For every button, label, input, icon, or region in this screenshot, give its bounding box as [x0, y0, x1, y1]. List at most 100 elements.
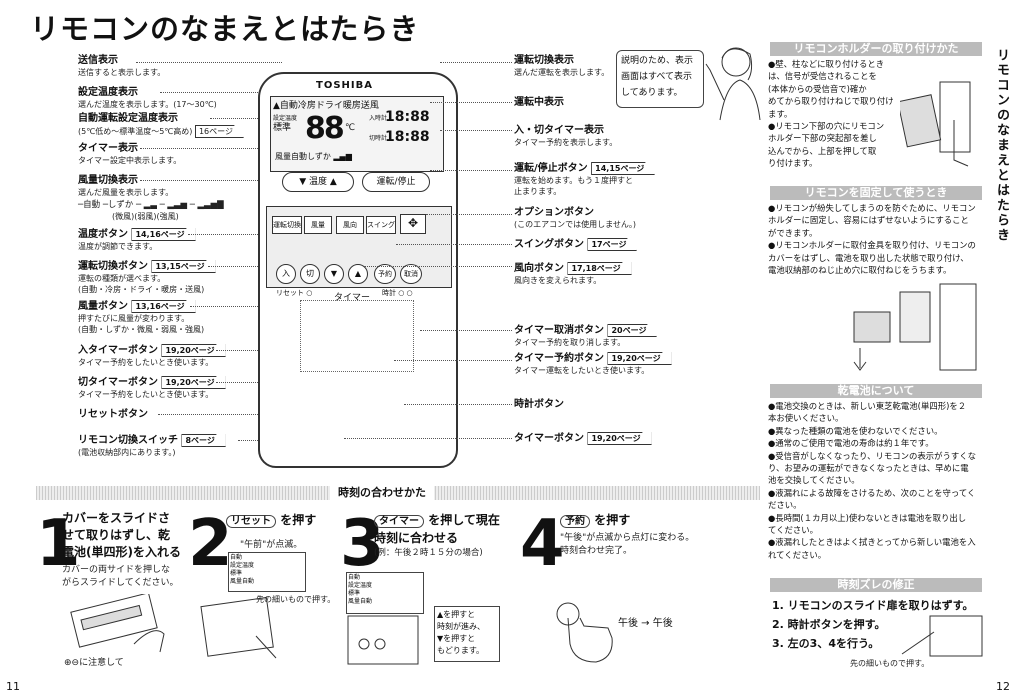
std-label: 標準: [273, 123, 292, 133]
clock-header: 時刻の合わせかた: [330, 486, 434, 500]
label-timer-indicator: タイマー表示 タイマー設定中表示します。: [78, 143, 182, 165]
label-set-temp: 設定温度表示 選んだ温度を表示します。(17～30℃): [78, 87, 217, 109]
step-4-display: 午後 → 午後: [618, 618, 673, 629]
label-timer-button: タイマーボタン 19,20ページ: [514, 432, 652, 445]
on-timer-digits: 18:88: [385, 109, 430, 125]
fan-button[interactable]: 風量: [304, 216, 332, 234]
page-ref: 17ページ: [587, 238, 638, 251]
step-3-sub: (例：午後２時１５分の場合): [374, 548, 483, 558]
leader-line: [216, 350, 280, 351]
leader-line: [396, 244, 512, 245]
page-ref: 16ページ: [194, 125, 244, 138]
leader-line: [136, 62, 282, 63]
leader-line: [210, 118, 280, 119]
battery-cover: [300, 300, 414, 372]
leader-line: [190, 306, 290, 307]
label-auto-temp: 自動運転設定温度表示 (5℃低め～標準温度～5℃高め) 16ページ: [78, 112, 244, 138]
direction-button[interactable]: 風向: [336, 216, 364, 234]
leader-line: [364, 266, 512, 267]
fan-scale: ─自動 ─しずか ─ ▂▃ ─ ▂▃▅ ─ ▂▃▅▇ (微風)(弱風)(強風): [78, 200, 224, 221]
step-4-number: 4: [520, 507, 565, 581]
drift-note: 先の細いもので押す。: [850, 659, 930, 668]
drift-steps: 1. リモコンのスライド扉を取りはずす。2. 時計ボタンを押す。3. 左の3、4…: [772, 599, 974, 650]
step-1-note: ⊕⊖に注意して: [64, 658, 124, 668]
label-temp-button: 温度ボタン 14,16ページ 温度が調節できます。: [78, 228, 196, 252]
label-timer-cancel-button: タイマー取消ボタン 20ページ タイマー予約を取り消します。: [514, 324, 658, 348]
page-ref: 19,20ページ: [587, 432, 652, 445]
leader-line: [430, 170, 512, 171]
leader-line: [344, 438, 512, 439]
label-fan-button: 風量ボタン 13,16ページ 押すたびに風量が変わります。 (自動・しずか・微風…: [78, 300, 205, 334]
step-1-heading: カバーをスライドさせて取りはずし、乾電池(単四形)を入れる: [62, 511, 181, 559]
label-running-indicator: 運転中表示: [514, 97, 564, 108]
step-1-illustration: [70, 594, 165, 653]
side-tab: リモコンのなまえとはたらき: [994, 48, 1009, 243]
step-1-sub: カバーの両サイドを押しながらスライドしてください。: [62, 565, 179, 588]
brand-logo: TOSHIBA: [316, 80, 373, 91]
leader-line: [440, 62, 512, 63]
timer-label: タイマー: [334, 293, 371, 303]
step-3-display: 自動設定温度標準風量自動: [346, 572, 424, 614]
label-direction-button: 風向ボタン 17,18ページ 風向きを変えられます。: [514, 262, 632, 286]
step-3-illustration: [347, 615, 419, 665]
label-reset-button: リセットボタン: [78, 409, 148, 420]
label-timer-reserve-button: タイマー予約ボタン 19,20ページ タイマー運転をしたいとき使います。: [514, 352, 672, 376]
label-remote-switch: リモコン切換スイッチ 8ページ (電池収納部内にあります。): [78, 434, 226, 458]
label-mode-button: 運転切換ボタン 13,15ページ 運転の種類が選べます。 (自動・冷房・ドライ・…: [78, 260, 216, 295]
degc-label: ℃: [345, 123, 356, 133]
off-timer-button[interactable]: 切: [300, 264, 320, 284]
label-clock-button: 時計ボタン: [514, 399, 564, 410]
leader-line: [208, 266, 270, 267]
label-on-timer-button: 入タイマーボタン 19,20ページ タイマー予約をしたいとき使います。: [78, 344, 226, 368]
battery-header: 乾電池について: [770, 384, 982, 398]
page-ref: 19,20ページ: [607, 352, 672, 365]
clock-label: 時計 ○ ○: [382, 289, 413, 297]
on-timer-label: 入時計: [369, 115, 388, 122]
leader-line: [188, 234, 274, 235]
step-4-heading: 予約 を押す: [560, 512, 630, 530]
timer-up-button[interactable]: ▲: [348, 264, 368, 284]
label-swing-button: スイングボタン 17ページ: [514, 238, 638, 251]
leader-line: [140, 180, 280, 181]
holder-illustration: [900, 81, 971, 167]
label-option-button: オプションボタン (このエアコンでは使用しません。): [514, 207, 637, 229]
step-2-note: 先の細いもので押す。: [256, 595, 336, 604]
step-4-sub: "午後"が点滅から点灯に変わる。時刻合わせ完了。: [560, 533, 695, 556]
page-ref: 14,16ページ: [131, 228, 196, 241]
on-timer-button[interactable]: 入: [276, 264, 296, 284]
fix-illustration: [853, 283, 977, 371]
option-button[interactable]: ✥: [400, 214, 426, 234]
timer-down-button[interactable]: ▼: [324, 264, 344, 284]
label-send-indicator: 送信表示 送信すると表示します。: [78, 55, 166, 77]
step-3-note: ▲を押すと時刻が進み、▼を押すともどります。: [434, 606, 500, 662]
leader-line: [404, 404, 512, 405]
step-3-heading: タイマー を押して現在 時刻に合わせる: [374, 513, 500, 545]
step-3-number: 3: [340, 507, 385, 581]
leader-line: [430, 102, 512, 103]
step-2-heading: リセット を押す: [226, 512, 316, 530]
leader-line: [420, 330, 512, 331]
label-run-stop-button: 運転/停止ボタン 14,15ページ 運転を始めます。もう１度押すと 止まります。: [514, 162, 656, 197]
page-ref: 14,15ページ: [591, 162, 656, 175]
set-temp-label: 設定温度: [273, 115, 298, 122]
off-timer-label: 切時計: [369, 135, 388, 142]
temp-button[interactable]: ▼ 温度 ▲: [282, 172, 354, 192]
reserve-button[interactable]: 予約: [374, 264, 396, 284]
step-2-display: 自動設定温度標準風量自動: [228, 552, 306, 592]
step-2-illustration: [200, 596, 277, 659]
mode-button[interactable]: 運転切換: [272, 216, 302, 234]
page-number-right: 12: [996, 680, 1010, 693]
swing-button[interactable]: スイング: [366, 216, 396, 234]
step-2-sub: "午前"が点滅。: [240, 540, 303, 550]
page-ref: 13,16ページ: [131, 300, 196, 313]
run-stop-button[interactable]: 運転/停止: [362, 172, 430, 192]
cancel-button[interactable]: 取消: [400, 264, 422, 284]
reset-key: リセット: [226, 515, 276, 528]
leader-line: [216, 382, 296, 383]
page-ref: 20ページ: [607, 324, 658, 337]
page-ref: 13,15ページ: [151, 260, 216, 273]
fan-indicator: 風量自動しずか ▂▄▆: [275, 152, 352, 161]
reserve-key: 予約: [560, 515, 590, 528]
holder-header: リモコンホルダーの取り付けかた: [770, 42, 982, 56]
